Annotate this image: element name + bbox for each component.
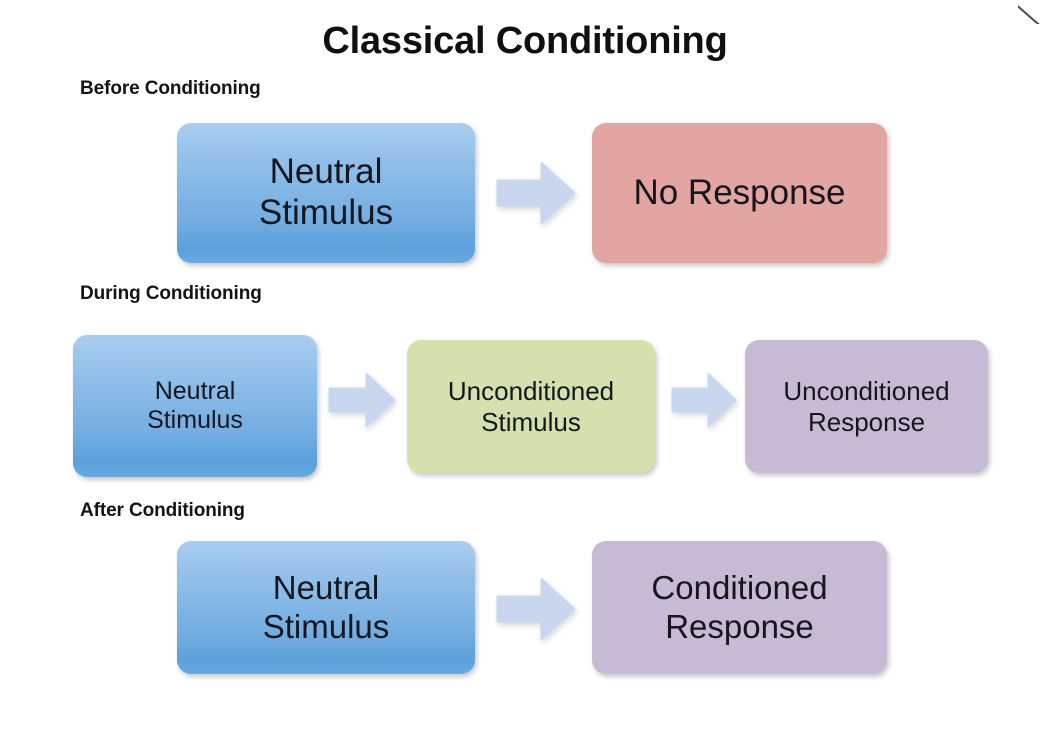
box-text-line2: Response [807, 406, 926, 437]
box-unconditioned-response: Unconditioned Response [745, 340, 988, 473]
box-text-line1: Unconditioned [783, 376, 950, 407]
box-text-line1: Unconditioned [447, 376, 615, 407]
box-text: Conditioned Response [651, 569, 827, 646]
box-unconditioned-stimulus: Unconditioned Stimulus [407, 340, 655, 473]
box-neutral-stimulus-after: Neutral Stimulus [177, 541, 475, 674]
box-text-line2: Stimulus [262, 607, 390, 645]
box-text-line1: Neutral [154, 377, 236, 405]
box-text-line1: Conditioned [651, 569, 828, 607]
page-title: Classical Conditioning [322, 20, 728, 62]
arrow-right-icon [670, 371, 738, 429]
box-text: Unconditioned Response [783, 376, 949, 436]
box-text-line2: Response [665, 607, 814, 645]
box-text-line1: Neutral [269, 152, 383, 192]
box-text-line1: Neutral [272, 569, 380, 607]
box-text: No Response [633, 173, 845, 214]
box-text-line2: Stimulus [481, 406, 581, 437]
arrow-right-icon [327, 371, 397, 429]
box-neutral-stimulus-before: Neutral Stimulus [177, 123, 475, 263]
box-text: Unconditioned Stimulus [448, 376, 614, 436]
arrow-right-icon [495, 576, 577, 642]
box-text: Neutral Stimulus [147, 377, 243, 435]
box-text: Neutral Stimulus [259, 152, 393, 233]
arrow-right-icon [495, 160, 577, 226]
box-no-response: No Response [592, 123, 887, 263]
box-text-line2: Stimulus [258, 193, 394, 232]
box-conditioned-response: Conditioned Response [592, 541, 887, 674]
box-text: Neutral Stimulus [263, 569, 390, 646]
box-text-line1: No Response [633, 172, 846, 212]
section-label-before-conditioning: Before Conditioning [80, 78, 261, 99]
box-neutral-stimulus-during: Neutral Stimulus [73, 335, 317, 477]
section-label-after-conditioning: After Conditioning [80, 500, 245, 521]
section-label-during-conditioning: During Conditioning [80, 283, 262, 304]
box-text-line2: Stimulus [147, 406, 243, 434]
